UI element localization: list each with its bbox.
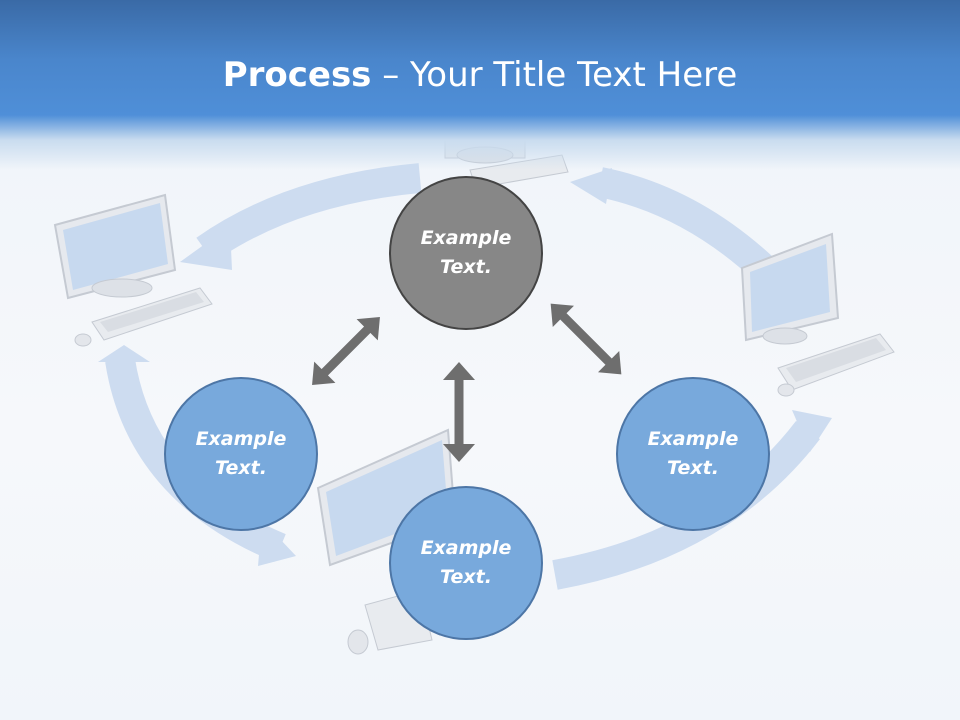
cycle-arrow-icon — [596, 167, 776, 282]
cycle-arrowhead-icon — [570, 168, 612, 204]
cycle-arrowhead-icon — [792, 410, 832, 452]
title-bold: Process — [222, 55, 372, 95]
cycle-arrowhead-icon — [98, 345, 150, 362]
cycle-arrowhead-icon — [180, 226, 232, 270]
node-bottom[interactable]: Example Text. — [389, 486, 543, 640]
double-arrow-icon — [550, 303, 622, 375]
page-title: Process – Your Title Text Here — [0, 52, 960, 98]
computer-icon — [740, 232, 895, 397]
title-banner — [0, 0, 960, 170]
node-right-text: Example Text. — [647, 428, 739, 479]
double-arrow-icon — [443, 362, 475, 462]
cycle-arrowhead-icon — [258, 520, 296, 566]
double-arrow-icon — [312, 317, 380, 385]
title-rest: – Your Title Text Here — [371, 55, 738, 95]
node-bottom-text: Example Text. — [420, 537, 512, 588]
node-left-text: Example Text. — [195, 428, 287, 479]
computer-icon — [53, 193, 213, 347]
connector-arrows — [312, 303, 622, 462]
node-right[interactable]: Example Text. — [616, 377, 770, 531]
cycle-arrow-icon — [196, 163, 422, 263]
node-top[interactable]: Example Text. — [389, 176, 543, 330]
node-top-text: Example Text. — [420, 227, 512, 278]
node-left[interactable]: Example Text. — [164, 377, 318, 531]
